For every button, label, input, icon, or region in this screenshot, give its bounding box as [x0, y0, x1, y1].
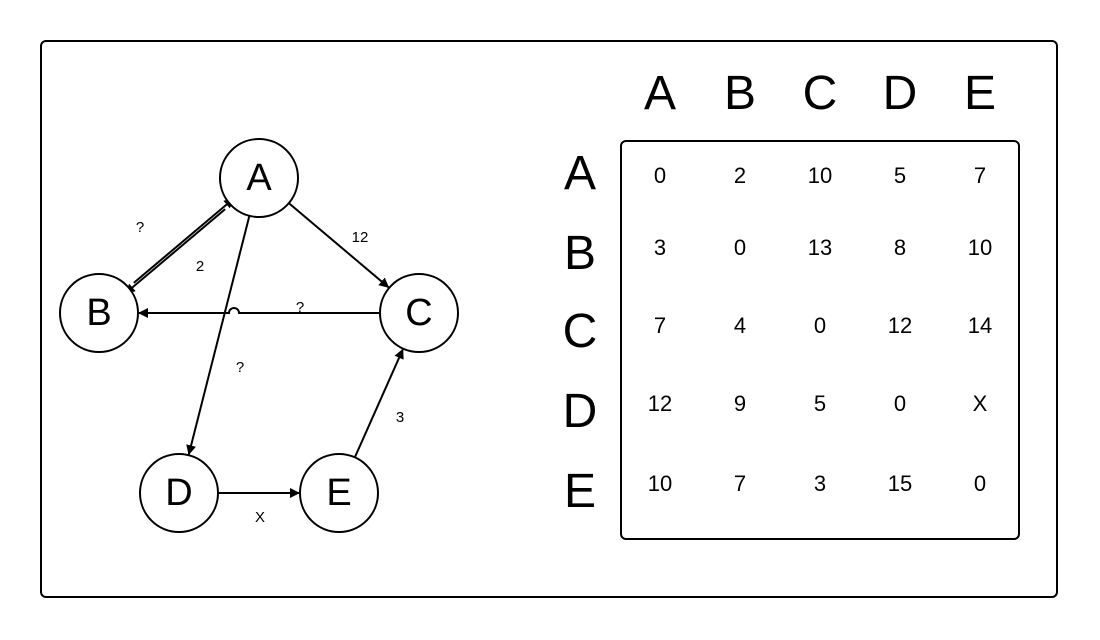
matrix-cell-d-e: X — [972, 391, 988, 416]
node-b: B — [59, 273, 139, 353]
matrix-cell-b-a: 3 — [653, 235, 667, 260]
edge-a-to-b — [124, 208, 226, 295]
distance-matrix — [620, 140, 1020, 540]
matrix-cell-b-c: 13 — [807, 235, 833, 260]
edge-label-c-to-b: ? — [296, 299, 304, 316]
matrix-cell-e-c: 3 — [813, 471, 827, 496]
matrix-cell-a-b: 2 — [733, 163, 747, 188]
row-header-b: B — [563, 227, 597, 280]
edge-label-a-to-c: 12 — [352, 229, 369, 246]
matrix-cell-a-e: 7 — [973, 163, 987, 188]
row-header-e: E — [563, 465, 597, 518]
column-header-e: E — [963, 67, 997, 120]
node-c-circle — [379, 273, 459, 353]
node-e-circle — [299, 453, 379, 533]
column-header-c: C — [802, 67, 838, 120]
edge-e-to-c — [353, 348, 405, 458]
node-a-label: A — [246, 157, 272, 199]
node-e: E — [299, 453, 379, 533]
column-header-a: A — [643, 67, 677, 120]
edge-label-d-to-e: X — [255, 509, 265, 526]
matrix-cell-c-e: 14 — [967, 313, 993, 338]
matrix-cell-a-c: 10 — [807, 163, 833, 188]
matrix-cell-e-a: 10 — [647, 471, 673, 496]
matrix-cell-b-d: 8 — [893, 235, 907, 260]
matrix-cell-e-e: 0 — [973, 471, 987, 496]
matrix-cell-d-b: 9 — [733, 391, 747, 416]
edge-label-e-to-c: 3 — [396, 409, 404, 426]
node-a: A — [219, 138, 299, 218]
node-d-circle — [139, 453, 219, 533]
node-d: D — [139, 453, 219, 533]
row-header-d: D — [562, 385, 598, 438]
edge-a-to-d — [186, 215, 251, 456]
node-d-label: D — [165, 472, 192, 514]
matrix-cell-c-d: 12 — [887, 313, 913, 338]
matrix-cell-c-b: 4 — [733, 313, 747, 338]
matrix-cell-c-a: 7 — [653, 313, 667, 338]
edge-a-to-c — [288, 202, 390, 289]
edge-label-b-to-a: ? — [136, 219, 144, 236]
node-c-label: C — [405, 292, 432, 334]
edge-b-to-a — [133, 197, 235, 284]
matrix-cell-b-b: 0 — [733, 235, 747, 260]
node-e-label: E — [326, 472, 351, 514]
edge-c-to-b — [138, 307, 380, 318]
node-a-circle — [219, 138, 299, 218]
matrix-cell-d-a: 12 — [647, 391, 673, 416]
node-b-label: B — [86, 292, 111, 334]
matrix-cell-c-c: 0 — [813, 313, 827, 338]
node-c: C — [379, 273, 459, 353]
matrix-cell-d-c: 5 — [813, 391, 827, 416]
edge-label-a-to-d: ? — [236, 359, 244, 376]
matrix-cell-e-b: 7 — [733, 471, 747, 496]
column-header-b: B — [723, 67, 757, 120]
matrix-cell-e-d: 15 — [887, 471, 913, 496]
matrix-cell-d-d: 0 — [893, 391, 907, 416]
matrix-cell-a-d: 5 — [893, 163, 907, 188]
row-header-c: C — [562, 305, 598, 358]
edge-label-a-to-b: 2 — [196, 258, 204, 275]
diagram-frame — [40, 40, 1058, 598]
row-header-a: A — [563, 147, 597, 200]
matrix-cell-b-e: 10 — [967, 235, 993, 260]
node-b-circle — [59, 273, 139, 353]
column-header-d: D — [882, 67, 918, 120]
matrix-cell-a-a: 0 — [653, 163, 667, 188]
